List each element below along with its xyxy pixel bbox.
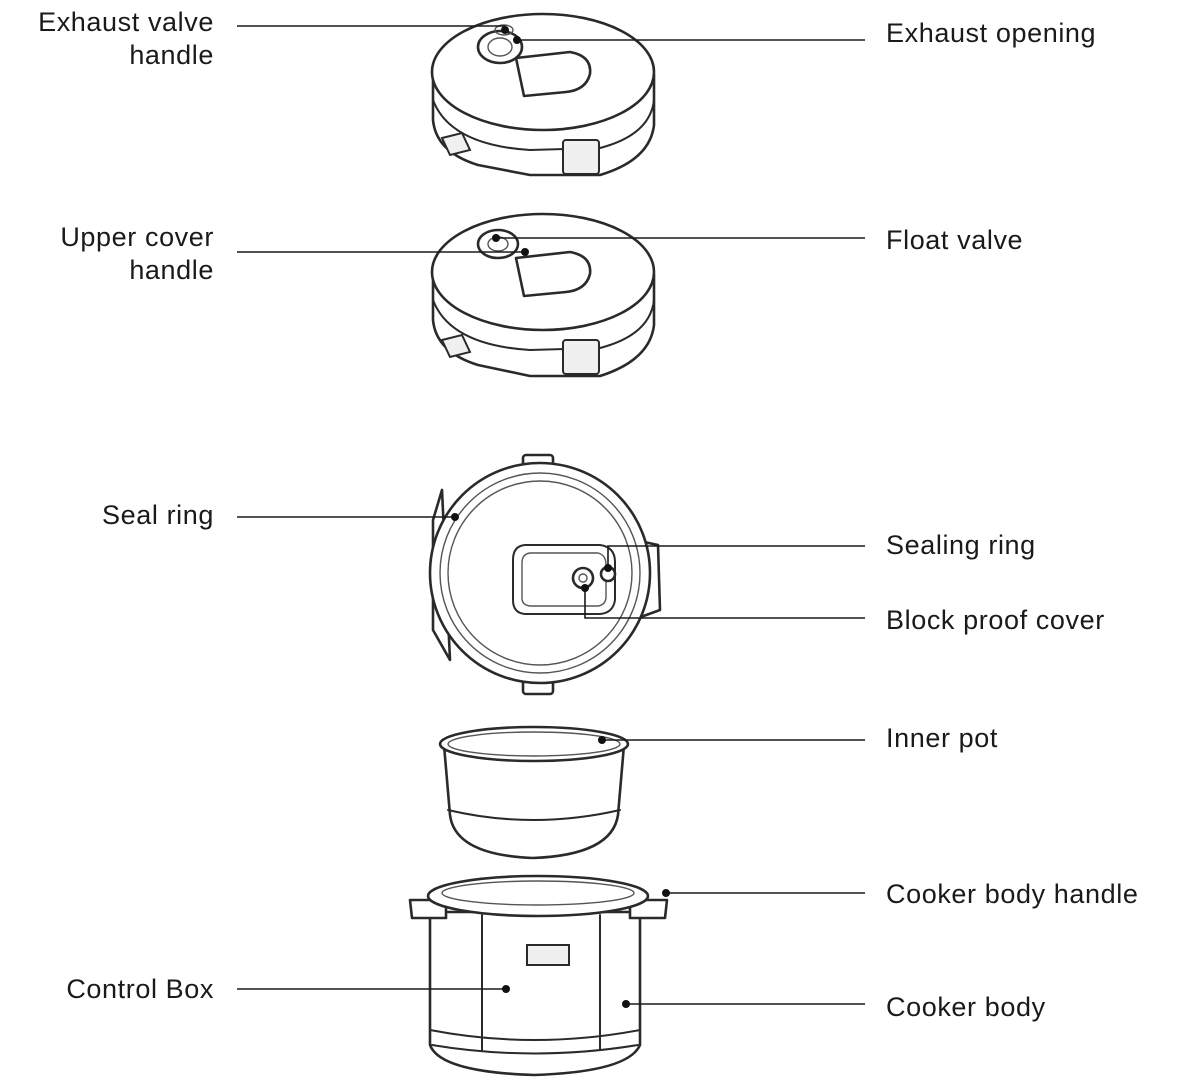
label-float-valve: Float valve bbox=[886, 225, 1024, 255]
label-upper-cover-handle: Upper cover handle bbox=[60, 222, 214, 285]
label-exhaust-opening: Exhaust opening bbox=[886, 18, 1097, 48]
lid-top-view-2 bbox=[430, 212, 656, 378]
label-block-proof-cover: Block proof cover bbox=[886, 605, 1105, 635]
label-control-box: Control Box bbox=[66, 974, 214, 1004]
label-seal-ring: Seal ring bbox=[102, 500, 214, 530]
lid-top-view-1 bbox=[430, 12, 656, 177]
label-cooker-body-handle: Cooker body handle bbox=[886, 879, 1139, 909]
cooker-body-illustration bbox=[408, 874, 669, 1077]
lid-underside bbox=[428, 453, 662, 696]
leader-lines bbox=[237, 25, 865, 1008]
label-inner-pot: Inner pot bbox=[886, 723, 998, 753]
inner-pot-illustration bbox=[438, 725, 630, 860]
label-exhaust-valve-handle: Exhaust valve handle bbox=[38, 7, 214, 70]
label-cooker-body: Cooker body bbox=[886, 992, 1046, 1022]
label-sealing-ring: Sealing ring bbox=[886, 530, 1036, 560]
